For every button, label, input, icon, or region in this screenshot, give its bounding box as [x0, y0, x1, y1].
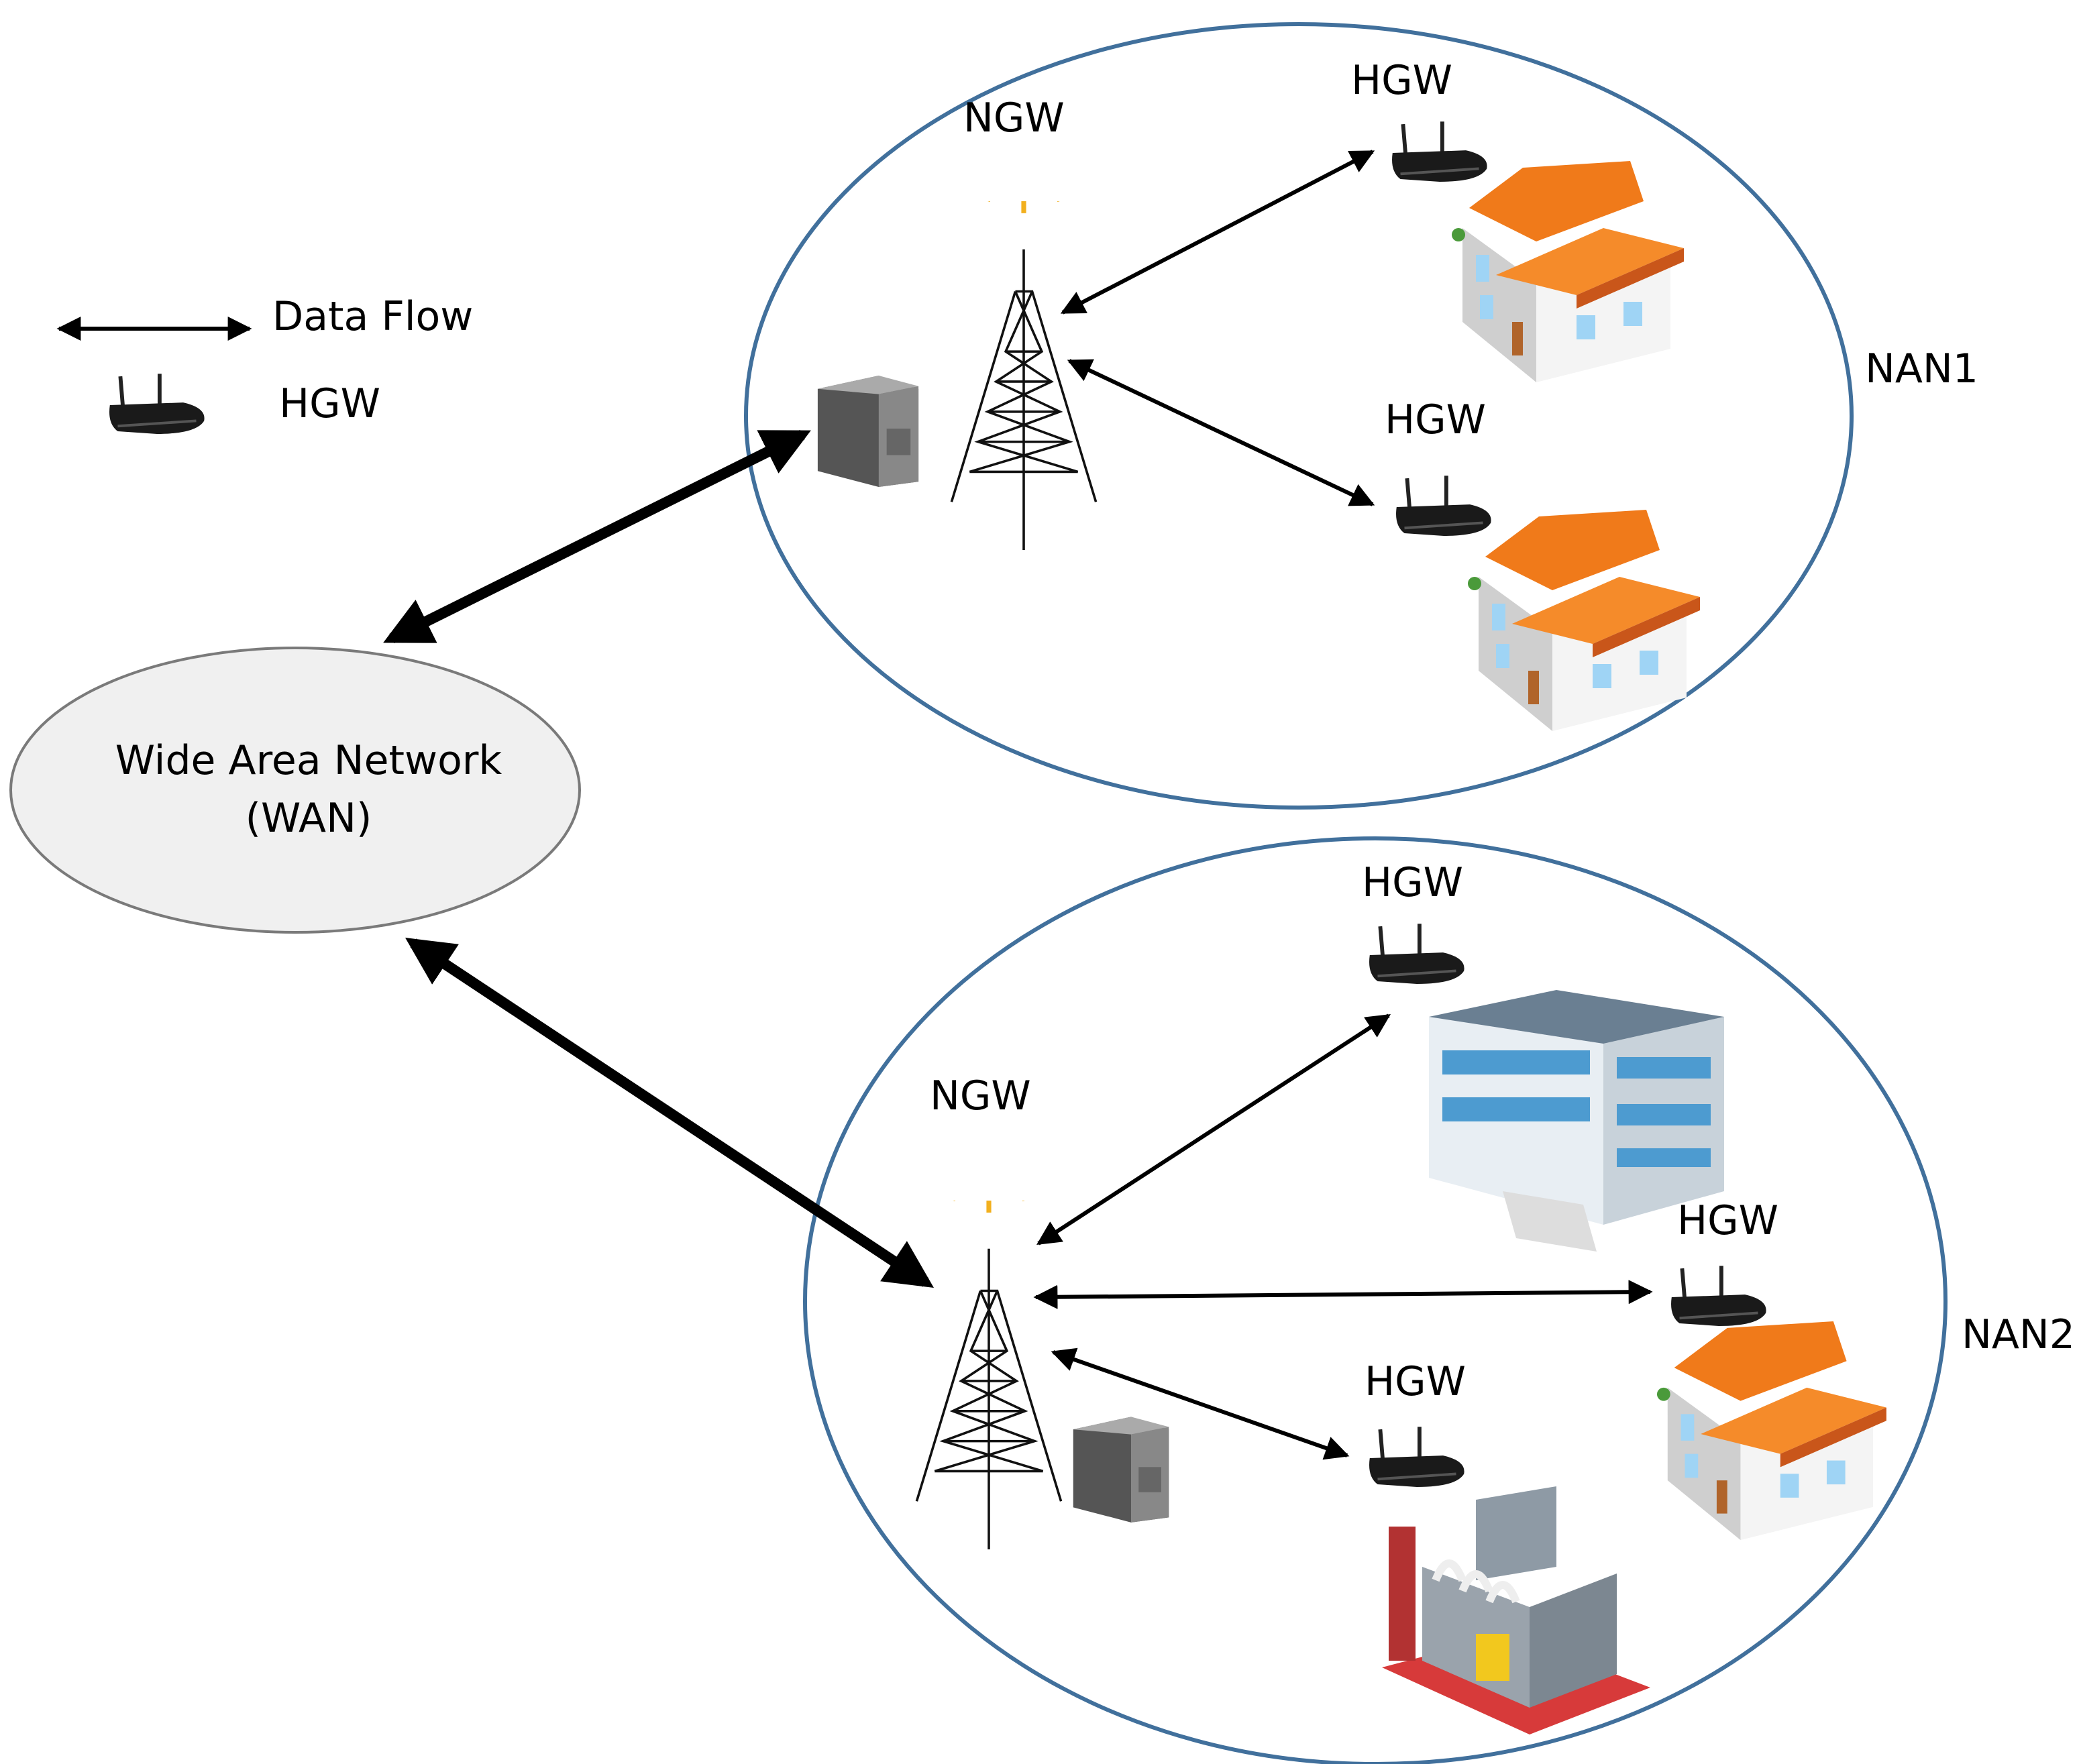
router-icon — [109, 374, 205, 434]
router-icon — [1369, 1427, 1464, 1487]
hgw-label: HGW — [1365, 1358, 1466, 1405]
data-flow-arrow — [1067, 359, 1375, 506]
nan1-ngw-label: NGW — [963, 95, 1065, 142]
house-icon — [1656, 1321, 1886, 1541]
legend-data-flow-label: Data Flow — [272, 293, 473, 340]
legend: Data Flow HGW — [56, 293, 473, 434]
nan1-boundary — [744, 22, 1854, 810]
server-icon — [1073, 1417, 1169, 1523]
data-flow-arrow — [1033, 1280, 1653, 1309]
server-icon — [817, 376, 919, 488]
wan-nan1-link-arrow — [383, 429, 811, 644]
data-flow-arrow — [1051, 1347, 1350, 1460]
router-icon — [1392, 121, 1487, 182]
router-icon — [1671, 1266, 1766, 1326]
nan2-boundary — [803, 836, 1948, 1764]
hgw-label: HGW — [1362, 859, 1463, 906]
wan-label-line2: (WAN) — [246, 795, 372, 842]
ngw-tower-icon — [951, 165, 1096, 550]
data-flow-arrow — [1060, 150, 1375, 315]
ngw-tower-icon — [916, 1164, 1061, 1549]
hgw-label: HGW — [1351, 57, 1452, 104]
nan2-ngw-label: NGW — [930, 1072, 1031, 1119]
hgw-label: HGW — [1677, 1197, 1778, 1244]
wan-label-line1: Wide Area Network — [115, 737, 502, 784]
hgw-label: HGW — [1385, 396, 1486, 443]
router-icon — [1396, 476, 1491, 536]
legend-hgw-label: HGW — [279, 380, 380, 427]
data-flow-arrow — [1036, 1013, 1391, 1246]
house-icon — [1468, 510, 1700, 731]
wan-node: Wide Area Network (WAN) — [9, 647, 581, 934]
nan2-label: NAN2 — [1962, 1311, 2075, 1358]
nan1-label: NAN1 — [1865, 345, 1978, 392]
house-icon — [1452, 161, 1684, 382]
router-icon — [1369, 924, 1464, 984]
factory-icon — [1382, 1486, 1650, 1734]
wan-nan2-link-arrow — [405, 938, 935, 1288]
